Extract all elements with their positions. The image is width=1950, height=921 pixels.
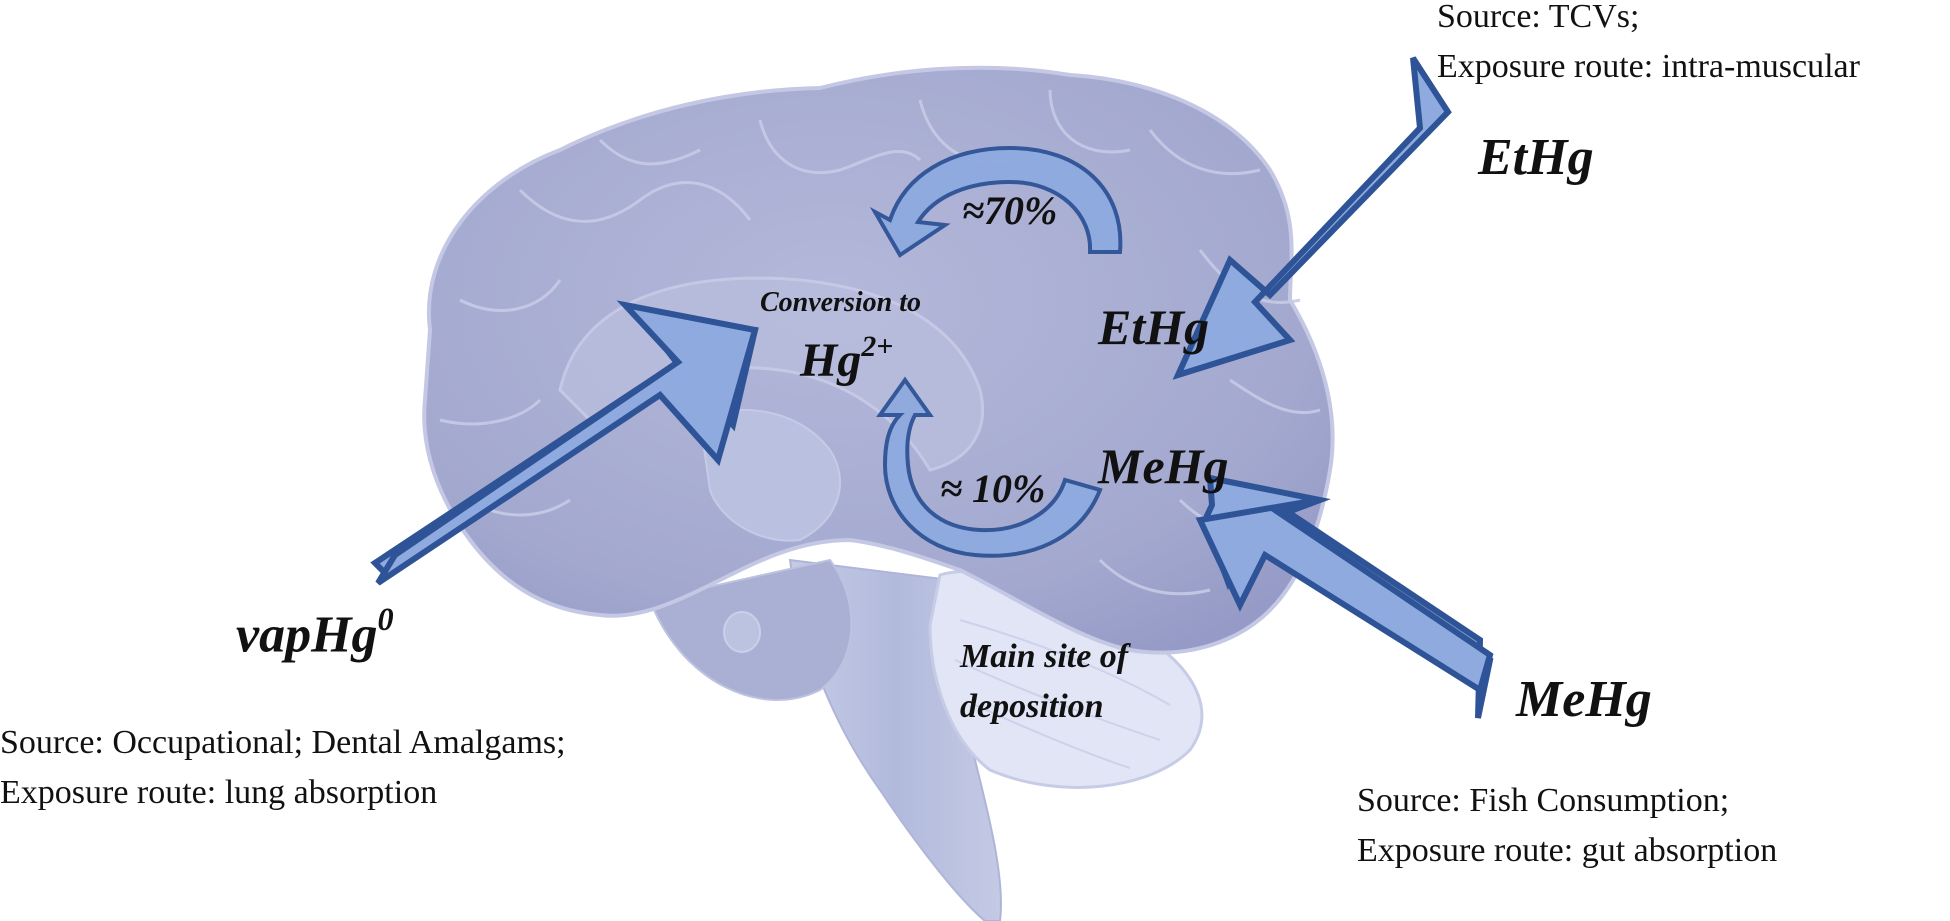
ethg-outer-label: EtHg bbox=[1478, 129, 1594, 186]
hg2-superscript: 2+ bbox=[861, 330, 894, 364]
ethg-inner-label: EtHg bbox=[1098, 299, 1210, 355]
deposition-line-1: Main site of bbox=[960, 638, 1129, 675]
vaphg-source-block: Source: Occupational; Dental Amalgams; E… bbox=[0, 718, 566, 818]
mehg-source-line: Source: Fish Consumption; bbox=[1357, 782, 1730, 819]
conversion-label: Conversion to bbox=[760, 287, 922, 318]
vaphg-label: vapHg0 bbox=[236, 600, 394, 664]
ethg-route-line: Exposure route: intra-muscular bbox=[1437, 48, 1860, 85]
vaphg-source-line: Source: Occupational; Dental Amalgams; bbox=[0, 724, 566, 761]
vaphg-superscript: 0 bbox=[377, 600, 394, 637]
percent-70-label: ≈70% bbox=[962, 188, 1058, 233]
mehg-source-block: Source: Fish Consumption; Exposure route… bbox=[1357, 776, 1777, 876]
hg2-label: Hg2+ bbox=[800, 330, 894, 388]
ethg-source-block: Source: TCVs; Exposure route: intra-musc… bbox=[1437, 0, 1860, 92]
mehg-inner-label: MeHg bbox=[1098, 438, 1229, 494]
vaphg-base: vapHg bbox=[236, 606, 378, 664]
deposition-label: Main site of deposition bbox=[960, 632, 1128, 732]
deposition-line-2: deposition bbox=[960, 688, 1104, 725]
curved-arrow-70 bbox=[869, 145, 1123, 258]
curved-arrow-10 bbox=[876, 376, 1103, 558]
percent-10-label: ≈ 10% bbox=[940, 466, 1046, 511]
hg2-base: Hg bbox=[800, 334, 862, 387]
ethg-source-line: Source: TCVs; bbox=[1437, 0, 1640, 35]
ethg-arrow bbox=[1172, 56, 1452, 380]
pineal-structure bbox=[723, 611, 761, 653]
vaphg-route-line: Exposure route: lung absorption bbox=[0, 774, 438, 811]
mehg-route-line: Exposure route: gut absorption bbox=[1357, 832, 1778, 869]
mehg-outer-label: MeHg bbox=[1516, 671, 1652, 728]
